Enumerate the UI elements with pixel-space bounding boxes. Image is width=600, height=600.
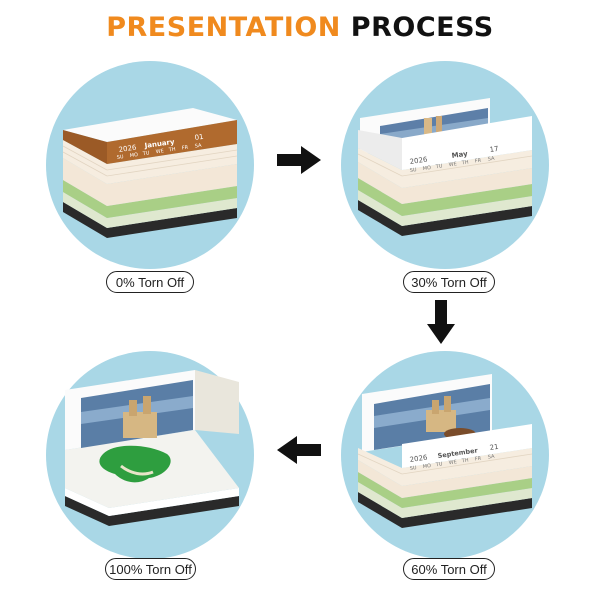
title-presentation: PRESENTATION xyxy=(106,12,341,43)
weekday-label: MO xyxy=(422,463,431,470)
calendar-day: 17 xyxy=(489,145,499,154)
stage-label-100: 100% Torn Off xyxy=(105,558,196,580)
calendar-month: May xyxy=(451,150,468,160)
calendar-day: 01 xyxy=(194,133,204,142)
weekday-label: SU xyxy=(116,154,124,161)
page-title: PRESENTATION PROCESS xyxy=(0,12,600,43)
stage-label-30: 30% Torn Off xyxy=(403,271,495,293)
weekday-label: TU xyxy=(434,461,443,468)
weekday-label: SU xyxy=(409,465,417,472)
calendar-day: 21 xyxy=(489,443,499,452)
title-process: PROCESS xyxy=(350,12,494,43)
weekday-label: SA xyxy=(487,454,495,461)
weekday-label: TU xyxy=(434,163,443,170)
calendar-block-image xyxy=(46,351,254,559)
weekday-label: FR xyxy=(474,456,482,463)
weekday-label: SA xyxy=(194,143,202,150)
arrow-left-icon xyxy=(277,436,321,464)
weekday-label: FR xyxy=(474,158,482,165)
weekday-label: WE xyxy=(155,148,164,155)
weekday-label: MO xyxy=(422,165,431,172)
arrow-down-icon xyxy=(427,300,455,344)
weekday-label: TH xyxy=(167,146,176,153)
stage-label-60: 60% Torn Off xyxy=(403,558,495,580)
weekday-label: MO xyxy=(129,152,138,159)
calendar-year: 2026 xyxy=(118,144,137,154)
stage-100-percent xyxy=(45,350,255,560)
calendar-year: 2026 xyxy=(409,454,428,464)
weekday-label: SU xyxy=(409,167,417,174)
weekday-label: TH xyxy=(460,457,469,464)
weekday-label: WE xyxy=(448,459,457,466)
arrow-right-icon xyxy=(277,146,321,174)
weekday-label: TH xyxy=(460,159,469,166)
weekday-label: WE xyxy=(448,161,457,168)
calendar-year: 2026 xyxy=(409,156,428,166)
stage-label-0: 0% Torn Off xyxy=(106,271,194,293)
weekday-label: FR xyxy=(181,145,189,152)
weekday-label: TU xyxy=(141,150,150,157)
weekday-label: SA xyxy=(487,156,495,163)
